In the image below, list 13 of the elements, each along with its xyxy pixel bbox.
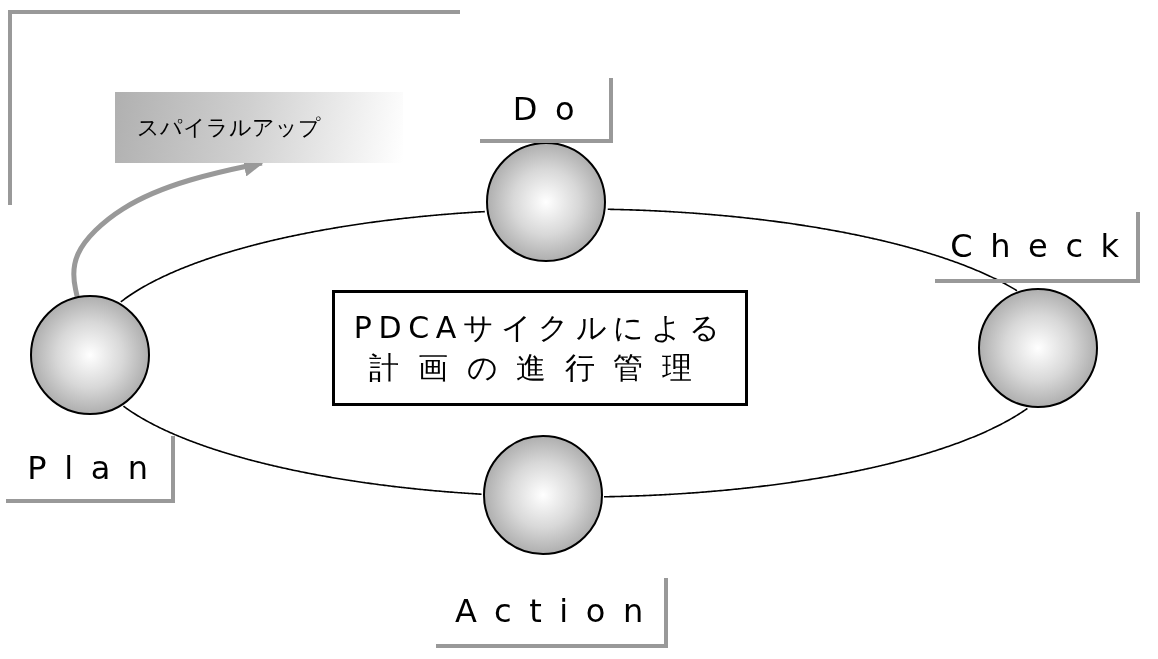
orbit-line: [120, 210, 486, 303]
title-box: [332, 290, 748, 406]
orbit-line: [122, 405, 483, 496]
gradient-label-box: [115, 92, 403, 163]
orbit-line: [606, 208, 1018, 292]
phase-label: Check: [935, 212, 1140, 283]
title-text: 計画の進行管理: [369, 349, 711, 387]
title-text: PDCAサイクルによる: [353, 308, 727, 347]
orbit-line: [603, 407, 1029, 498]
phase-label: Action: [436, 578, 668, 648]
label-text: スパイラルアップ: [137, 113, 321, 142]
phase-label: Do: [480, 78, 613, 143]
phase-label: Plan: [6, 436, 175, 503]
